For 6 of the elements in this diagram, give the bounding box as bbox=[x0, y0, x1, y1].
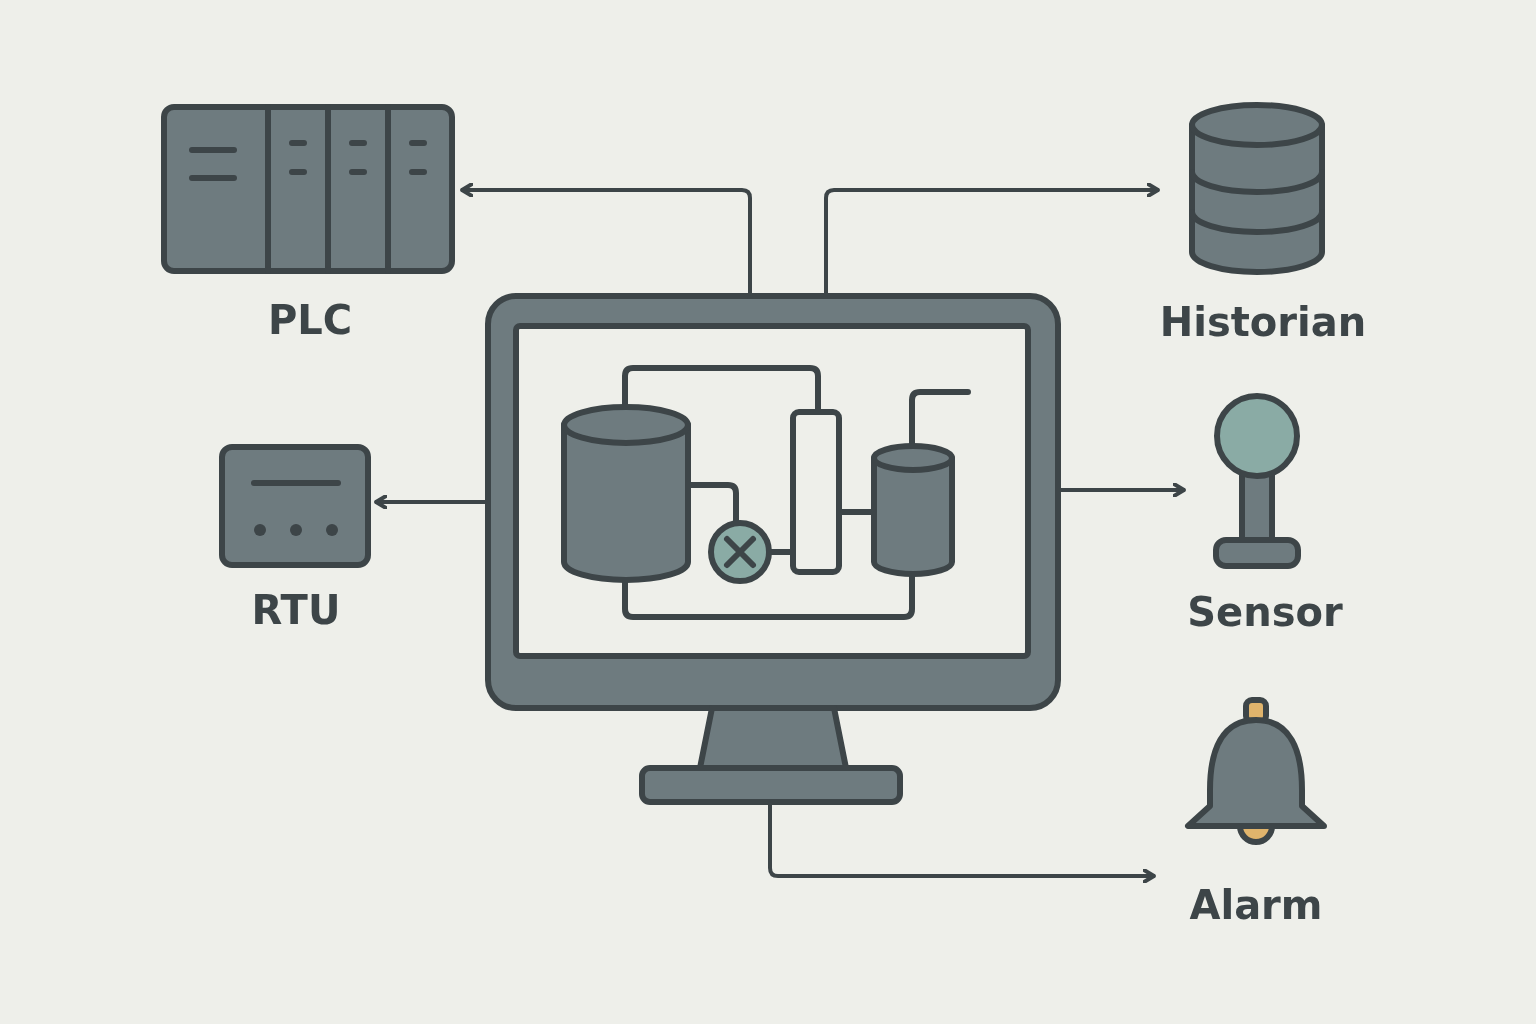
node-label: Sensor bbox=[1187, 588, 1343, 637]
node-label: Historian bbox=[1159, 298, 1367, 347]
monitor-drawing bbox=[484, 292, 1062, 806]
node-label: RTU bbox=[251, 586, 341, 635]
node-label: PLC bbox=[267, 296, 353, 345]
node-label: Alarm bbox=[1189, 881, 1323, 930]
